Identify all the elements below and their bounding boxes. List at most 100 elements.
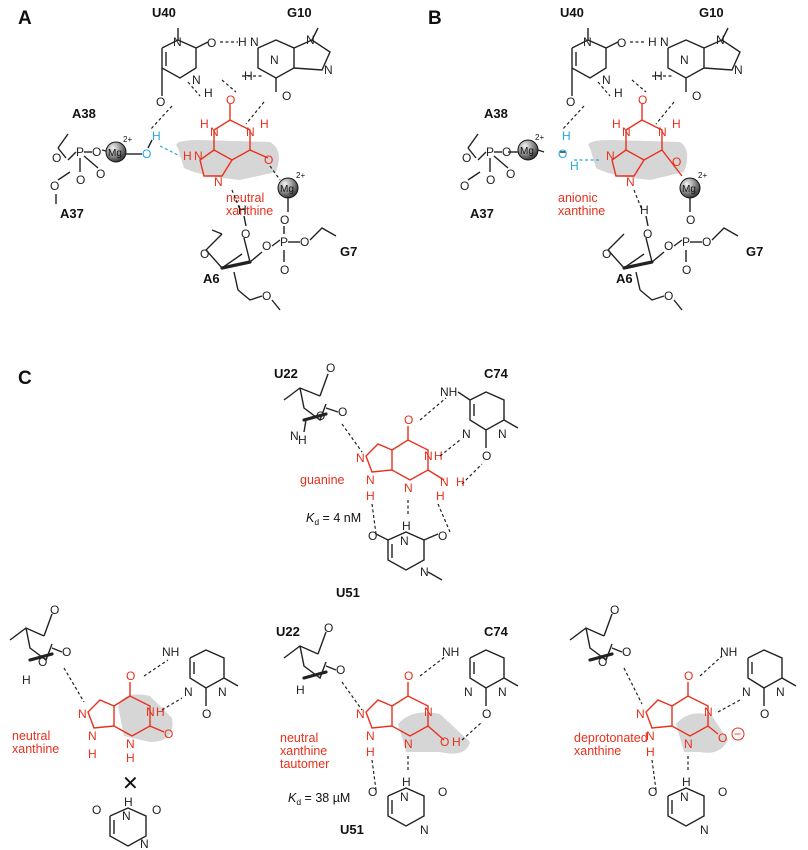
svg-text:O: O (38, 655, 47, 669)
svg-text:O: O (280, 213, 289, 227)
svg-text:O: O (226, 93, 235, 107)
clash-cross-icon: ✕ (122, 771, 139, 795)
residue-label-a38: A38 (484, 106, 508, 121)
svg-text:N: N (680, 53, 689, 67)
u40-nucleobase: N O N H O (561, 28, 646, 131)
svg-text:N: N (420, 565, 429, 579)
svg-text:O: O (262, 289, 271, 303)
svg-text:O: O (404, 413, 413, 427)
svg-text:Mg: Mg (280, 184, 294, 195)
svg-text:N: N (366, 473, 375, 487)
svg-text:N: N (184, 685, 193, 699)
svg-text:O: O (202, 707, 211, 721)
svg-text:H: H (260, 117, 269, 131)
svg-text:N: N (684, 737, 693, 751)
svg-text:H: H (456, 475, 465, 489)
shaded-region (398, 712, 470, 754)
svg-text:H: H (238, 35, 247, 49)
water-and-magnesium-b: O H H Mg 2+ Mg 2+ (517, 129, 707, 212)
guanine-ligand: O N N H N H N N H H (356, 413, 465, 503)
a6-g7-backbone: H O O O P O O O O (200, 189, 337, 311)
svg-text:O: O (368, 529, 377, 543)
svg-text:N: N (498, 685, 507, 699)
panel-c-neutral-xanthine: O O O H NH O N N O N N H N H (9, 603, 239, 850)
deprotonated-label-line2: xanthine (574, 744, 621, 758)
svg-text:O: O (482, 449, 491, 463)
svg-text:O: O (692, 89, 701, 103)
svg-text:H: H (402, 775, 411, 789)
g10-nucleobase: H N N H N N O (631, 27, 743, 125)
svg-text:O: O (280, 263, 289, 277)
svg-text:NH: NH (720, 645, 737, 659)
svg-text:O: O (164, 727, 173, 741)
guanine-label: guanine (300, 473, 345, 487)
u51-nucleobase: H O O N N (368, 775, 447, 837)
neutral-xanthine-ligand: O N N H H H N N O (183, 93, 273, 189)
svg-text:O: O (152, 803, 161, 817)
svg-text:O: O (264, 153, 273, 167)
svg-text:O: O (282, 89, 291, 103)
residue-label-a37: A37 (470, 206, 494, 221)
residue-label-c74: C74 (484, 624, 509, 639)
svg-text:N: N (173, 35, 182, 49)
svg-text:N: N (122, 809, 131, 823)
svg-text:O: O (368, 785, 377, 799)
svg-text:O: O (686, 213, 695, 227)
svg-text:N: N (734, 63, 743, 77)
svg-text:O: O (92, 145, 101, 159)
residue-label-u51: U51 (340, 822, 364, 837)
tautomer-label-line3: tautomer (280, 757, 329, 771)
neutral-xanthine-hbonds (63, 659, 183, 711)
svg-text:N: N (400, 790, 409, 804)
svg-text:N: N (716, 33, 725, 47)
svg-text:N: N (356, 707, 365, 721)
svg-text:O: O (76, 173, 85, 187)
svg-text:H: H (436, 489, 445, 503)
svg-text:O: O (404, 669, 413, 683)
svg-text:H: H (366, 489, 375, 503)
svg-text:NH: NH (162, 645, 179, 659)
svg-text:O: O (648, 785, 657, 799)
svg-text:O: O (482, 707, 491, 721)
svg-text:H: H (366, 745, 375, 759)
svg-text:O: O (486, 173, 495, 187)
svg-text:P: P (486, 145, 494, 159)
svg-text:N: N (306, 33, 315, 47)
svg-text:O: O (462, 151, 471, 165)
svg-text:H: H (298, 433, 307, 447)
svg-text:N: N (660, 35, 669, 49)
svg-text:N: N (462, 427, 471, 441)
anionic-xanthine-label-line2: xanthine (558, 204, 605, 218)
panel-c-guanine: U22 C74 U51 O O O H N NH O N N (274, 361, 519, 600)
svg-text:H: H (200, 117, 209, 131)
svg-text:O: O (460, 179, 469, 193)
svg-text:H: H (124, 795, 133, 809)
residue-label-a6: A6 (616, 271, 633, 286)
neutral-xanthine-label-line2: xanthine (12, 742, 59, 756)
svg-text:O: O (156, 95, 165, 109)
svg-text:H: H (654, 69, 663, 83)
svg-text:Mg: Mg (108, 148, 122, 159)
neutral-xanthine-label-a-line1: neutral (226, 191, 264, 205)
svg-text:O: O (610, 603, 619, 617)
svg-text:O: O (702, 235, 711, 249)
svg-text:O: O (50, 179, 59, 193)
svg-text:N: N (250, 35, 259, 49)
svg-text:N: N (356, 451, 365, 465)
tautomer-label-line2: xanthine (280, 744, 327, 758)
svg-text:N: N (742, 685, 751, 699)
svg-text:H: H (88, 747, 97, 761)
svg-text:N: N (700, 823, 709, 837)
svg-text:O: O (300, 235, 309, 249)
svg-text:H: H (156, 705, 165, 719)
svg-text:H: H (402, 519, 411, 533)
svg-text:O: O (438, 529, 447, 543)
panel-c-deprotonated-xanthine: O O O NH O N N O N N H N N O (569, 603, 797, 837)
svg-text:O: O (440, 735, 449, 749)
u22-sugar: O O O H N (283, 361, 347, 447)
svg-text:N: N (420, 823, 429, 837)
svg-text:H: H (672, 117, 681, 131)
g10-nucleobase: H N N H N N O (221, 27, 333, 125)
neutral-xanthine-label-a-line2: xanthine (226, 204, 273, 218)
